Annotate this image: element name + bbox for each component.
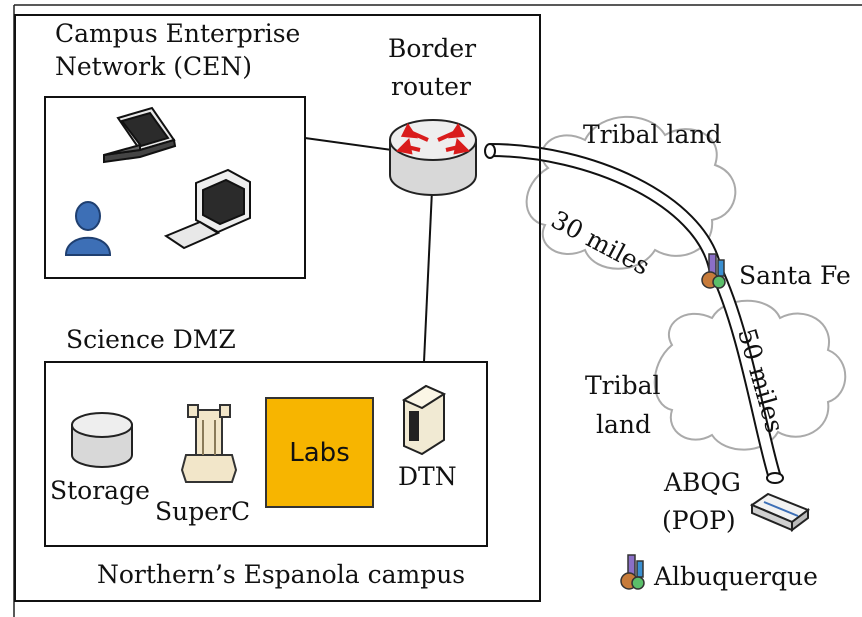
- tribal-land-label-mid-line1: Tribal: [585, 371, 661, 400]
- tribal-land-label-mid-line2: land: [596, 410, 652, 439]
- cen-router-link: [304, 137, 393, 151]
- tribal-land-label-top: Tribal land: [583, 120, 722, 149]
- superc-label: SuperC: [155, 497, 251, 526]
- router-icon: [389, 119, 477, 196]
- campus-label: Northern’s Espanola campus: [97, 560, 466, 589]
- dtn-label: DTN: [398, 462, 457, 491]
- cen-box: [44, 96, 306, 279]
- science-dmz-title: Science DMZ: [66, 325, 236, 354]
- switch-icon: [749, 492, 811, 532]
- espanola-campus-box: [14, 14, 541, 602]
- laptop-icon: [103, 106, 177, 164]
- cloud-icon-top: [525, 115, 737, 270]
- fiber-end-cap-bottom: [766, 472, 784, 484]
- fiber-end-cap: [484, 143, 496, 159]
- router-dmz-link: [423, 189, 433, 363]
- cen-title-line2: Network (CEN): [55, 52, 252, 81]
- labs-label: Labs: [289, 437, 350, 468]
- abqg-label-line2: (POP): [662, 506, 736, 535]
- city-icon-santa-fe: [701, 253, 726, 289]
- labs-box: Labs: [265, 397, 374, 508]
- abqg-label-line1: ABQG: [664, 468, 741, 497]
- storage-label: Storage: [50, 476, 150, 505]
- storage-icon: [71, 412, 133, 468]
- desktop-icon: [163, 168, 251, 250]
- santa-fe-label: Santa Fe: [739, 261, 851, 290]
- border-router-label-line1: Border: [388, 34, 477, 63]
- science-dmz-box: [44, 361, 488, 547]
- city-icon-albuquerque: [620, 554, 645, 590]
- cen-title-line1: Campus Enterprise: [55, 19, 301, 48]
- server-icon: [401, 384, 447, 456]
- albuquerque-label: Albuquerque: [654, 562, 818, 591]
- supercomputer-icon: [180, 404, 238, 483]
- user-icon: [64, 201, 112, 256]
- border-router-label-line2: router: [391, 72, 471, 101]
